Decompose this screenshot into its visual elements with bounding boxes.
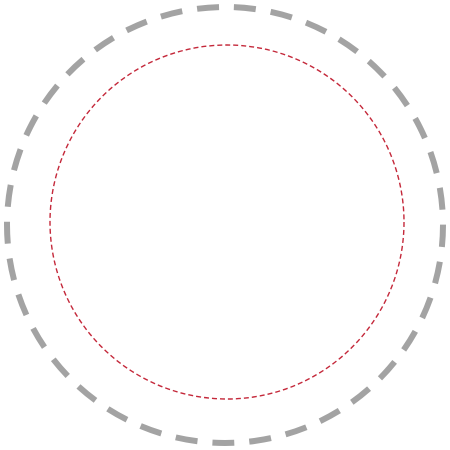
- outer-dashed-ring: [4, 4, 446, 446]
- inner-dashed-ring: [49, 44, 405, 400]
